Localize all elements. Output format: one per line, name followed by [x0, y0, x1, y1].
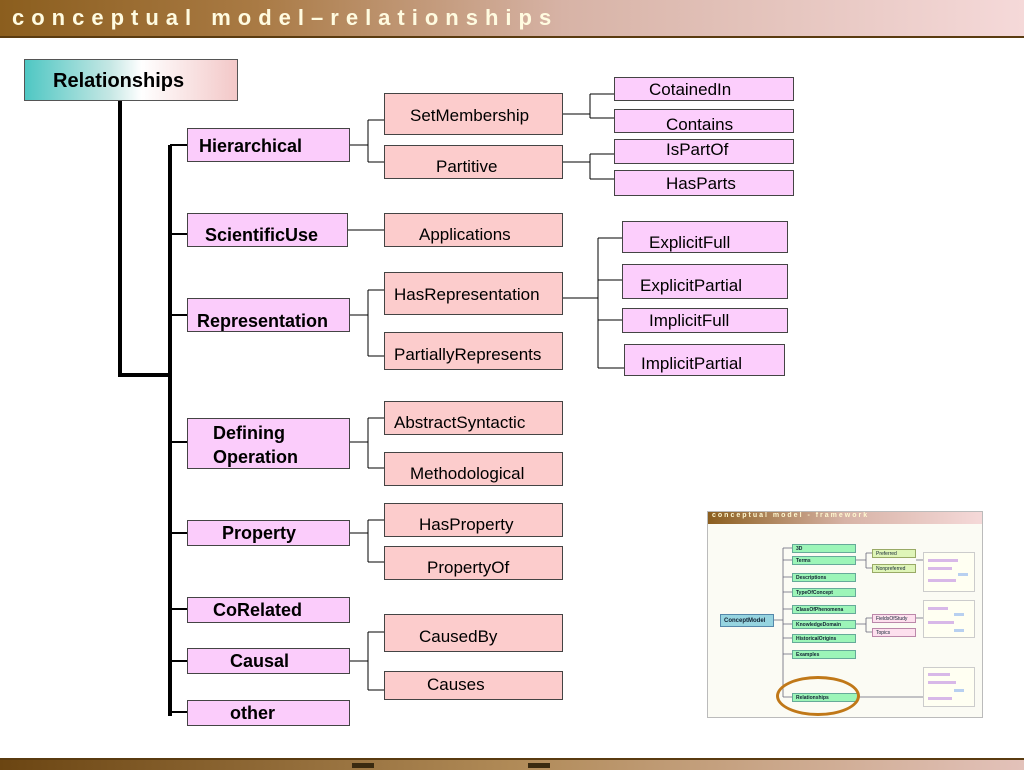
root-node-label: Relationships	[53, 70, 185, 92]
category-label: Causal	[230, 651, 290, 671]
title-bar: conceptual model–relationships	[0, 0, 1024, 38]
subtype-applications: Applications	[384, 213, 563, 247]
subtype-label: SetMembership	[410, 106, 530, 125]
thumbnail-item-examples: Examples	[792, 650, 856, 659]
leaf-contains: Contains	[614, 109, 794, 134]
category-corelated: CoRelated	[187, 597, 350, 623]
thumbnail-root: ConceptModel	[720, 614, 774, 627]
subtype-label: Partitive	[436, 157, 498, 176]
slide-title: conceptual model–relationships	[12, 5, 559, 30]
thumbnail-preferred: Preferred	[872, 549, 916, 558]
bottom-bar-tab	[352, 763, 374, 768]
subtype-methodological: Methodological	[384, 452, 563, 486]
subtype-partitive: Partitive	[384, 145, 563, 179]
category-scientificuse: ScientificUse	[187, 213, 348, 247]
leaf-label: ExplicitFull	[649, 233, 731, 252]
root-node-relationships: Relationships	[24, 59, 238, 101]
category-label: Hierarchical	[199, 136, 303, 156]
leaf-hasparts: HasParts	[614, 170, 794, 196]
category-label: CoRelated	[213, 600, 303, 620]
category-defining-operation: Defining Operation	[187, 418, 350, 469]
category-label: Defining Operation	[213, 423, 299, 467]
thumbnail-nonpreferred: Nonpreferred	[872, 564, 916, 573]
thumbnail-topics: Topics	[872, 628, 916, 637]
subtype-propertyof: PropertyOf	[384, 546, 563, 580]
leaf-explicitfull: ExplicitFull	[622, 221, 788, 253]
thumbnail-title: conceptual model - framework	[712, 512, 870, 519]
subtype-setmembership: SetMembership	[384, 93, 563, 135]
subtype-partiallyrepresents: PartiallyRepresents	[384, 332, 563, 370]
subtype-causedby: CausedBy	[384, 614, 563, 652]
thumbnail-title-bar: conceptual model - framework	[708, 512, 982, 524]
thumbnail-item-knowledgedomain: KnowledgeDomain	[792, 620, 856, 629]
category-property: Property	[187, 520, 350, 546]
subtype-hasproperty: HasProperty	[384, 503, 563, 537]
subtype-hasrepresentation: HasRepresentation	[384, 272, 563, 315]
leaf-ispartof: IsPartOf	[614, 139, 794, 164]
leaf-label: IsPartOf	[666, 140, 729, 159]
subtype-abstractsyntactic: AbstractSyntactic	[384, 401, 563, 435]
subtype-label: CausedBy	[419, 627, 498, 646]
subtype-label: HasRepresentation	[394, 285, 540, 304]
subtype-causes: Causes	[384, 671, 563, 700]
subtype-label: AbstractSyntactic	[394, 413, 526, 432]
relationships-highlight-ellipse	[776, 676, 860, 716]
thumbnail-item-descriptions: Descriptions	[792, 573, 856, 582]
leaf-label: ImplicitFull	[649, 311, 730, 330]
thumbnail-item-3d: 3D	[792, 544, 856, 553]
category-label: other	[230, 703, 275, 723]
category-label: ScientificUse	[205, 225, 319, 245]
subtype-label: PropertyOf	[427, 558, 510, 577]
leaf-label: ImplicitPartial	[641, 354, 743, 373]
subtype-label: Causes	[427, 675, 485, 694]
thumbnail-mini-panel	[923, 600, 975, 638]
thumbnail-connectors	[773, 547, 923, 698]
leaf-label: CotainedIn	[649, 80, 732, 99]
bottom-bar	[0, 758, 1024, 770]
thumbnail-item-terms: Terms	[792, 556, 856, 565]
thumbnail-item-historicalorigins: HistoricalOrigins	[792, 634, 856, 643]
subtype-label: Methodological	[410, 464, 525, 483]
bottom-bar-tab	[528, 763, 550, 768]
leaf-implicitfull: ImplicitFull	[622, 308, 788, 333]
leaf-implicitpartial: ImplicitPartial	[624, 344, 785, 376]
subtype-label: Applications	[419, 225, 511, 244]
category-label: Representation	[197, 311, 329, 331]
subtype-label: HasProperty	[419, 515, 514, 534]
thumbnail-mini-panel	[923, 667, 975, 707]
leaf-explicitpartial: ExplicitPartial	[622, 264, 788, 299]
thumbnail-fieldsofstudy: FieldsOfStudy	[872, 614, 916, 623]
leaf-label: ExplicitPartial	[640, 276, 743, 295]
category-hierarchical: Hierarchical	[187, 128, 350, 162]
thumbnail-mini-panel	[923, 552, 975, 592]
category-representation: Representation	[187, 298, 350, 332]
category-label: Property	[222, 523, 297, 543]
leaf-label: HasParts	[666, 174, 736, 193]
thumbnail-item-typeofconcept: TypeOfConcept	[792, 588, 856, 597]
leaf-label: Contains	[666, 115, 734, 134]
subtype-label: PartiallyRepresents	[394, 345, 542, 364]
thumbnail-item-classofphenomena: ClassOfPhenomena	[792, 605, 856, 614]
category-causal: Causal	[187, 648, 350, 674]
leaf-containedin: CotainedIn	[614, 77, 794, 101]
category-other: other	[187, 700, 350, 726]
